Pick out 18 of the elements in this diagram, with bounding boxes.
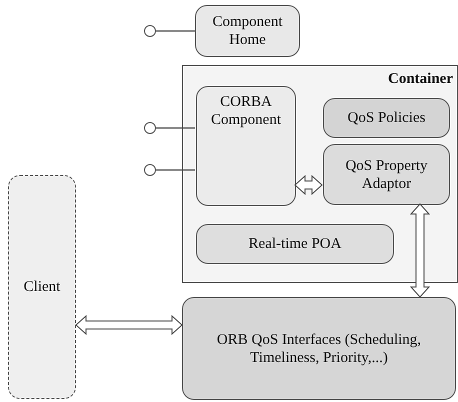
port-circle [144,25,156,37]
component-box: QoS Property Adaptor [323,144,450,205]
port-circle [144,122,156,134]
container-panel [182,65,458,283]
port-circle [144,164,156,176]
connector-line [156,169,195,171]
component-box: QoS Policies [323,98,450,138]
component-box: Client [8,175,76,399]
component-box: ORB QoS Interfaces (Scheduling, Timeliness, Priority,...) [182,297,456,400]
component-box: Component Home [195,5,300,57]
double-arrow [294,174,323,196]
connector-line [156,30,195,32]
component-box: CORBA Component [196,86,296,206]
container-title: Container [388,70,453,88]
double-arrow [410,203,430,298]
component-box: Real-time POA [196,224,394,264]
double-arrow [75,314,183,336]
connector-line [156,127,195,129]
